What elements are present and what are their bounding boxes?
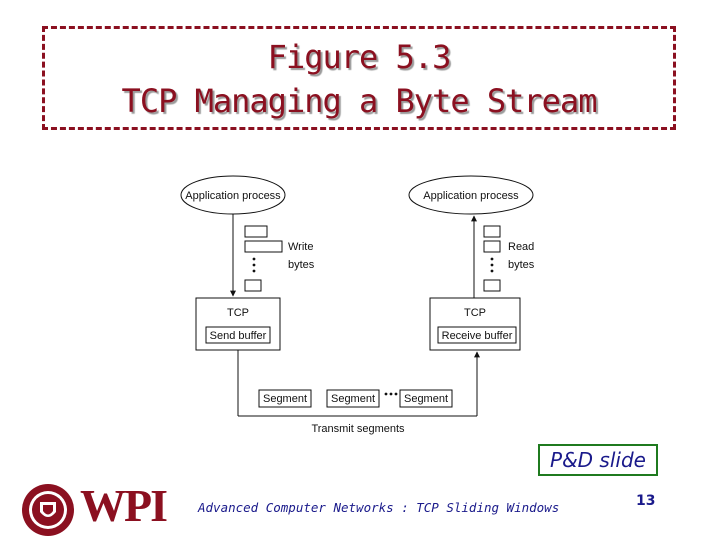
right-application-label: Application process [423, 190, 519, 202]
write-bytes-label: bytes [288, 259, 315, 271]
right-byte-box [483, 225, 501, 238]
right-tcp-label: TCP [464, 307, 486, 319]
pd-slide-badge: P&D slide [538, 444, 658, 476]
write-label: Write [288, 241, 313, 253]
right-application-ellipse [408, 175, 534, 215]
right-tcp-block [429, 297, 521, 351]
right-byte-box [483, 279, 501, 292]
read-bytes-label: bytes [508, 259, 535, 271]
ellipsis-dot [490, 263, 494, 267]
segment-box [326, 389, 380, 408]
ellipsis-dot [490, 269, 494, 273]
left-byte-box [244, 225, 268, 238]
segment-box [399, 389, 453, 408]
ellipsis-dot [252, 263, 256, 267]
receive-buffer-label: Receive buffer [442, 330, 513, 342]
page-number: 13 [636, 493, 656, 509]
ellipsis-dot [252, 269, 256, 273]
right-byte-box [483, 240, 501, 253]
ellipsis-dot [490, 257, 494, 261]
wpi-logo [22, 484, 74, 536]
ellipsis-dot [252, 257, 256, 261]
left-byte-box [244, 279, 262, 292]
figure-number: Figure 5.3 [267, 38, 452, 76]
segment-label: Segment [263, 393, 307, 405]
slide-title: TCP Managing a Byte Stream [121, 82, 598, 120]
footer-course-title: Advanced Computer Networks : TCP Sliding… [198, 500, 560, 515]
left-tcp-block [195, 297, 281, 351]
wpi-logo-text: WPI [80, 480, 168, 531]
transmit-segments-label: Transmit segments [311, 423, 405, 435]
ellipsis-dot [389, 392, 393, 396]
segment-label: Segment [331, 393, 375, 405]
left-application-label: Application process [185, 190, 281, 202]
send-buffer-label: Send buffer [210, 330, 267, 342]
read-label: Read [508, 241, 534, 253]
left-tcp-label: TCP [227, 307, 249, 319]
left-byte-box [244, 240, 283, 253]
send-buffer-box [205, 326, 271, 344]
segment-box [258, 389, 312, 408]
title-frame [42, 26, 676, 130]
segment-label: Segment [404, 393, 448, 405]
ellipsis-dot [394, 392, 398, 396]
receive-buffer-box [437, 326, 517, 344]
ellipsis-dot [384, 392, 388, 396]
